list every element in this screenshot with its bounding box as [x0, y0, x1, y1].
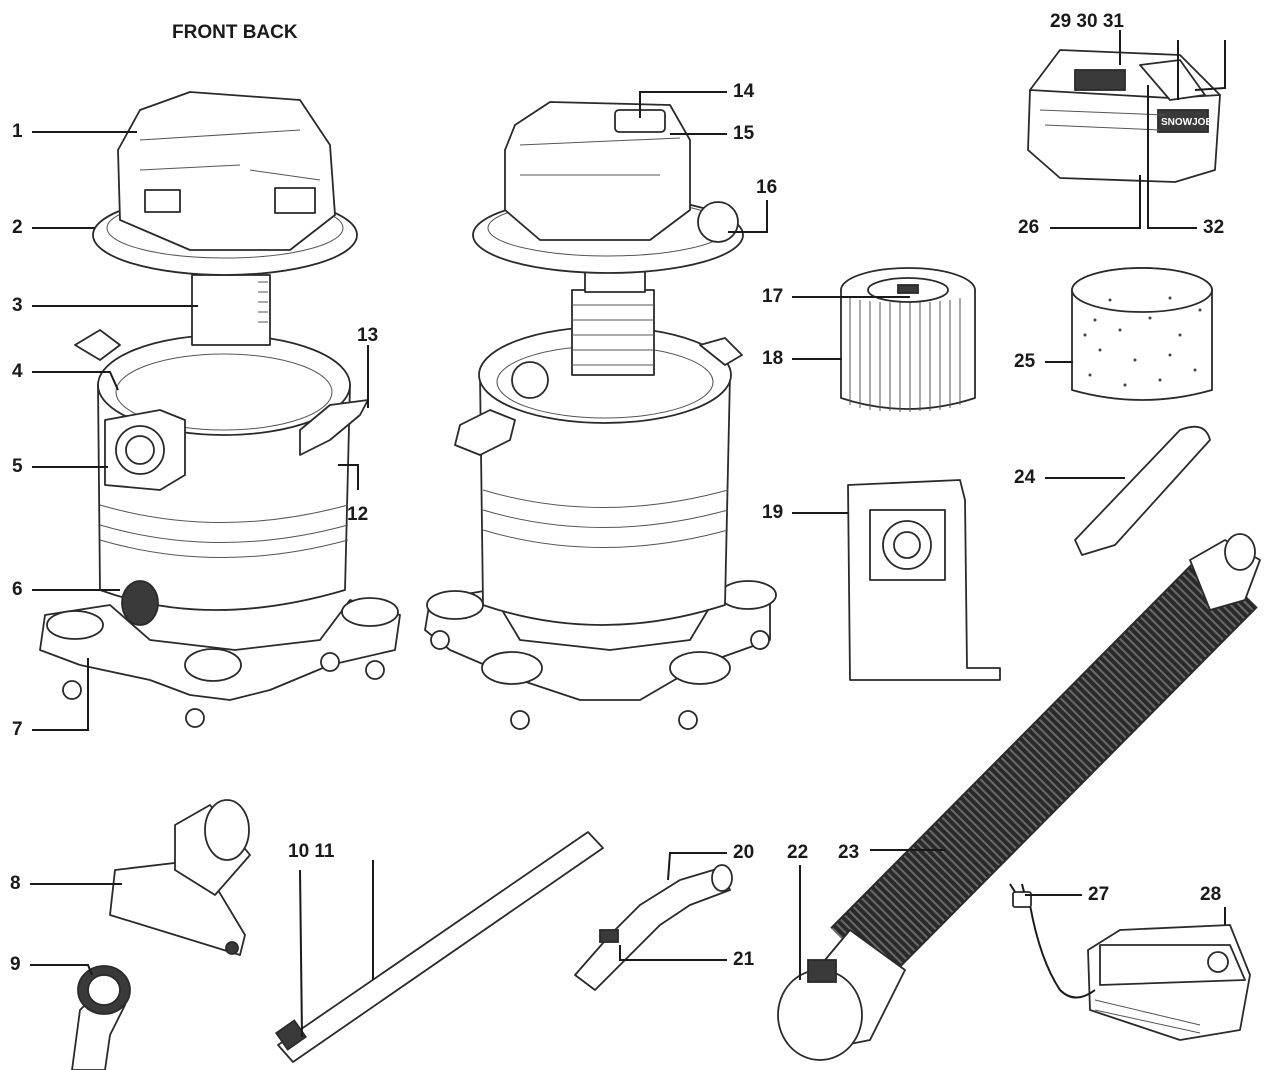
callout-28: 28	[1200, 884, 1222, 905]
floor-nozzle-drawing	[109, 799, 251, 956]
callout-4: 4	[12, 361, 23, 382]
extension-wand-drawing	[275, 831, 604, 1063]
callout-27: 27	[1088, 884, 1110, 905]
callout-15: 15	[733, 123, 755, 144]
callout-14: 14	[733, 81, 755, 102]
callout-20: 20	[733, 842, 755, 863]
crevice-tool-drawing	[1074, 425, 1211, 556]
foam-filter-drawing	[1071, 267, 1213, 401]
battery-brand-mark: SNOWJOE	[1161, 117, 1212, 128]
callout-7: 7	[12, 719, 23, 740]
back-vacuum-drawing	[424, 101, 777, 730]
callout-5: 5	[12, 456, 23, 477]
callout-13: 13	[357, 325, 379, 346]
cartridge-filter-drawing	[840, 267, 976, 412]
callout-24: 24	[1014, 467, 1036, 488]
charger-drawing	[1009, 883, 1251, 1041]
callout-18: 18	[762, 348, 784, 369]
callout-17: 17	[762, 286, 784, 307]
callout-2: 2	[12, 217, 23, 238]
callout-21: 21	[733, 949, 755, 970]
callout-19: 19	[762, 502, 784, 523]
front-vacuum-drawing	[39, 91, 401, 728]
callout-3: 3	[12, 295, 23, 316]
callout-9: 9	[10, 954, 21, 975]
hose-drawing	[777, 533, 1261, 1061]
view-heading: FRONT BACK	[172, 22, 298, 43]
callout-10-11: 10 11	[288, 841, 335, 862]
callout-29-30-31: 29 30 31	[1050, 11, 1124, 32]
callout-6: 6	[12, 579, 23, 600]
curved-wand-drawing	[574, 864, 733, 991]
callout-16: 16	[756, 177, 778, 198]
callout-23: 23	[838, 842, 860, 863]
callout-25: 25	[1014, 351, 1036, 372]
callout-26: 26	[1018, 217, 1040, 238]
callout-1: 1	[12, 121, 23, 142]
battery-drawing: SNOWJOE	[1027, 49, 1221, 183]
callout-8: 8	[10, 873, 21, 894]
leader-lines	[30, 30, 1226, 1038]
dust-bag-drawing	[847, 479, 1001, 681]
elbow-adapter-drawing	[71, 965, 131, 1070]
callout-32: 32	[1203, 217, 1225, 238]
callout-12: 12	[347, 504, 369, 525]
callout-22: 22	[787, 842, 809, 863]
